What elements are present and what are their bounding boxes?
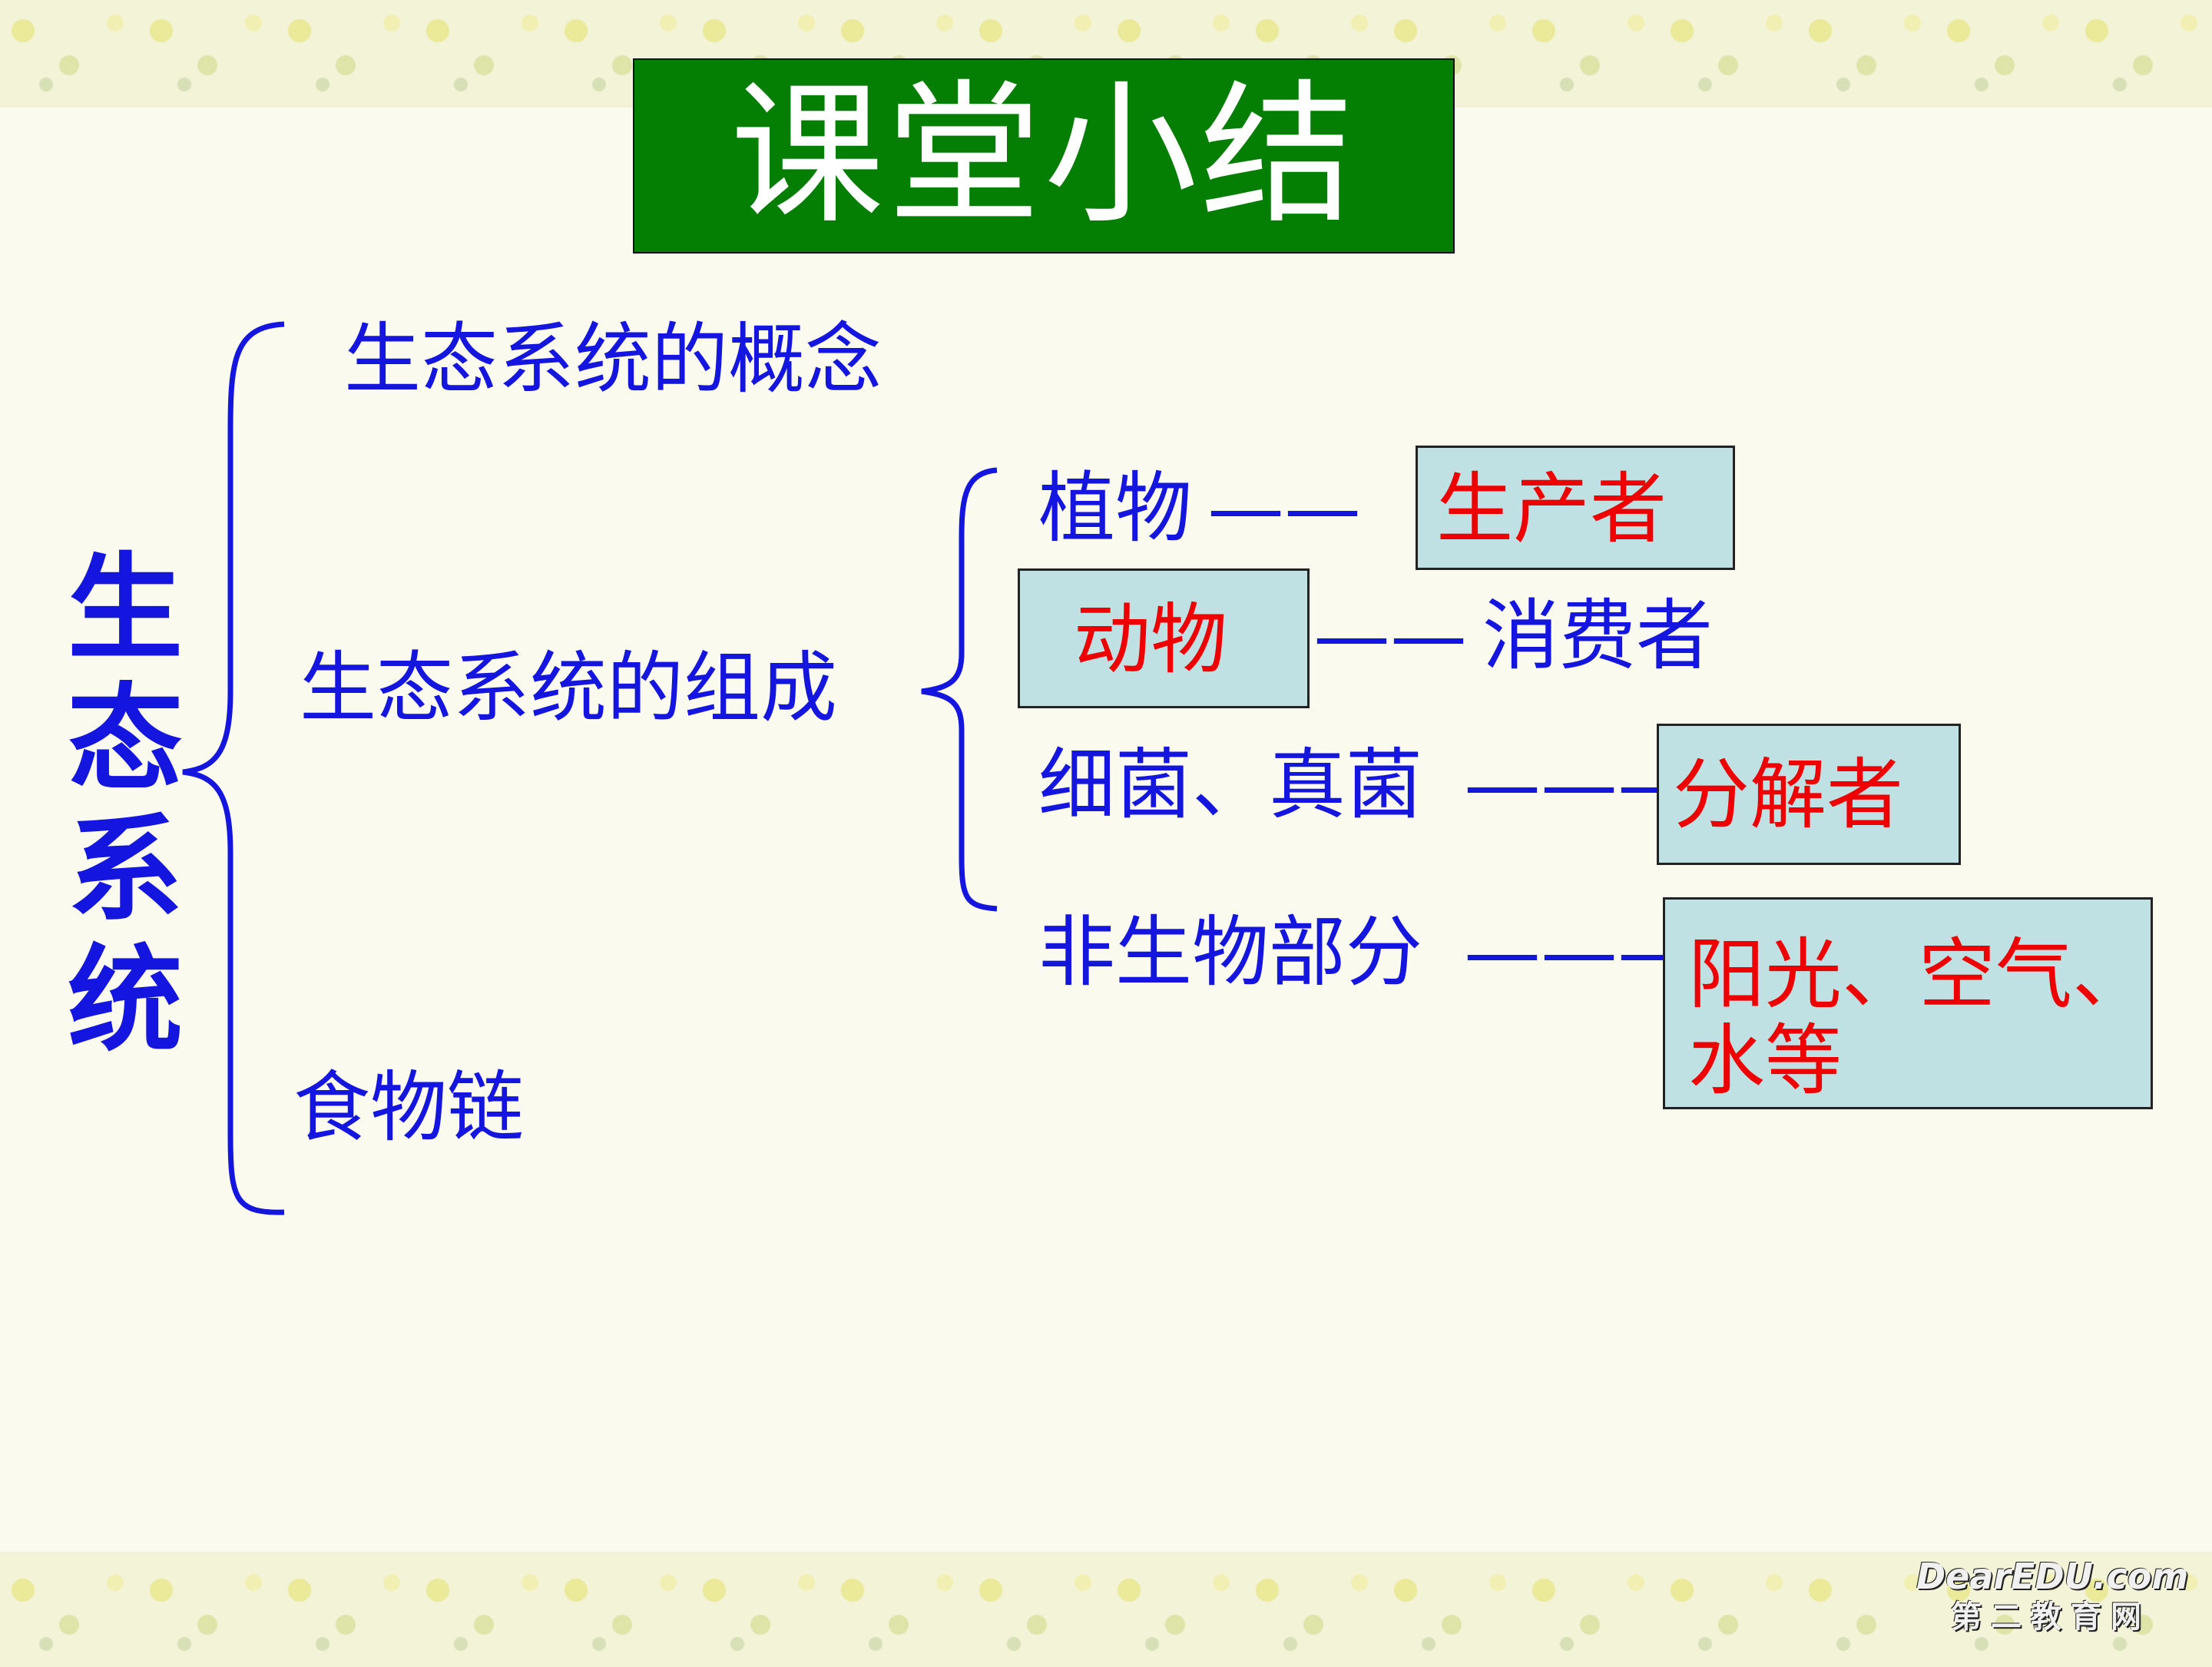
main-brace [182,321,285,1215]
site-logo-text: DearEDU.com [1916,1556,2189,1597]
connector-dash: ——— [1464,907,1694,997]
answer-box-animals: 动物 [1018,568,1310,708]
connector-dash: —— [1207,463,1361,553]
abiotic-examples-line2: 水等 [1688,1016,1842,1105]
slide-title: 课堂小结 [730,66,1357,245]
decorative-flower-border-bottom [0,1552,2212,1667]
root-concept-label: 生态系统 [67,542,183,1068]
producer-label: 生产者 [1436,464,1667,554]
decomposer-label: 分解者 [1673,750,1903,840]
sub-brace [921,467,998,912]
connector-dash: —— [1313,591,1467,681]
connector-dash: ——— [1464,740,1694,830]
abiotic-examples-line1: 阳光、空气、 [1688,930,2149,1019]
animals-label: 动物 [1074,595,1227,684]
branch-composition: 生态系统的组成 [300,643,837,733]
branch-concept: 生态系统的概念 [344,314,882,404]
answer-box-producer: 生产者 [1416,446,1735,570]
component-consumer: 消费者 [1482,591,1713,681]
component-abiotic: 非生物部分 [1038,907,1422,997]
answer-box-decomposer: 分解者 [1657,724,1961,865]
title-banner: 课堂小结 [633,58,1455,254]
component-plants: 植物 [1038,463,1192,553]
answer-box-abiotic: 阳光、空气、 水等 [1663,897,2153,1109]
site-logo-subtitle: 第二教育网 [1951,1599,2151,1635]
branch-food-chain: 食物链 [293,1062,524,1152]
decorative-flower-border-top [0,0,2212,108]
component-microbes: 细菌、真菌 [1038,740,1422,830]
